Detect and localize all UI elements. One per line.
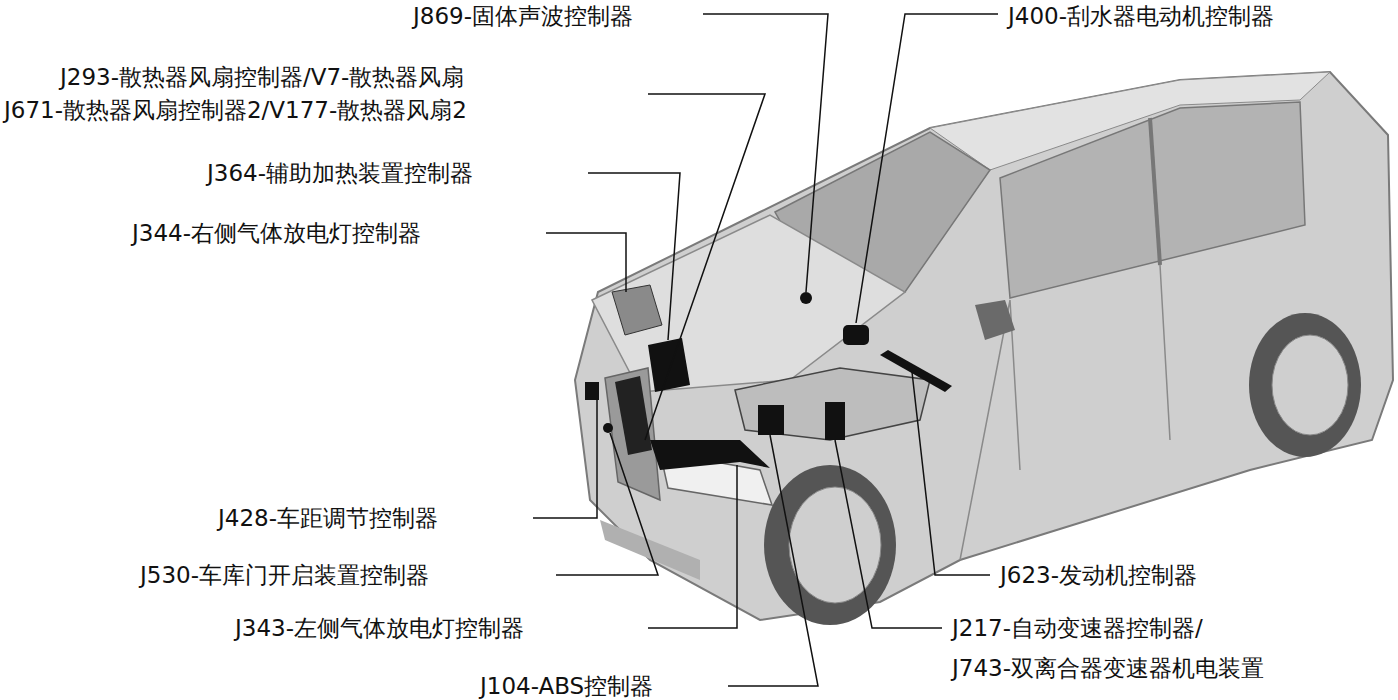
callout-label: J217-自动变速器控制器/ bbox=[952, 617, 1203, 640]
callout-label: J869-固体声波控制器 bbox=[413, 5, 633, 28]
callout-label: J743-双离合器变速器机电装置 bbox=[952, 657, 1264, 680]
callout-label: J344-右侧气体放电灯控制器 bbox=[132, 222, 421, 245]
callout-label: J293-散热器风扇控制器/V7-散热器风扇 bbox=[60, 66, 464, 89]
callout-label: J364-辅助加热装置控制器 bbox=[207, 162, 473, 185]
callout-label: J400-刮水器电动机控制器 bbox=[1008, 5, 1274, 28]
leader-lines bbox=[533, 14, 998, 686]
callout-label: J428-车距调节控制器 bbox=[218, 507, 438, 530]
callout-label: J343-左侧气体放电灯控制器 bbox=[235, 617, 524, 640]
callout-label: J104-ABS控制器 bbox=[480, 675, 653, 698]
callout-label: J623-发动机控制器 bbox=[1000, 564, 1197, 587]
callout-label: J530-车库门开启装置控制器 bbox=[140, 564, 429, 587]
callout-label: J671-散热器风扇控制器2/V177-散热器风扇2 bbox=[4, 99, 467, 122]
